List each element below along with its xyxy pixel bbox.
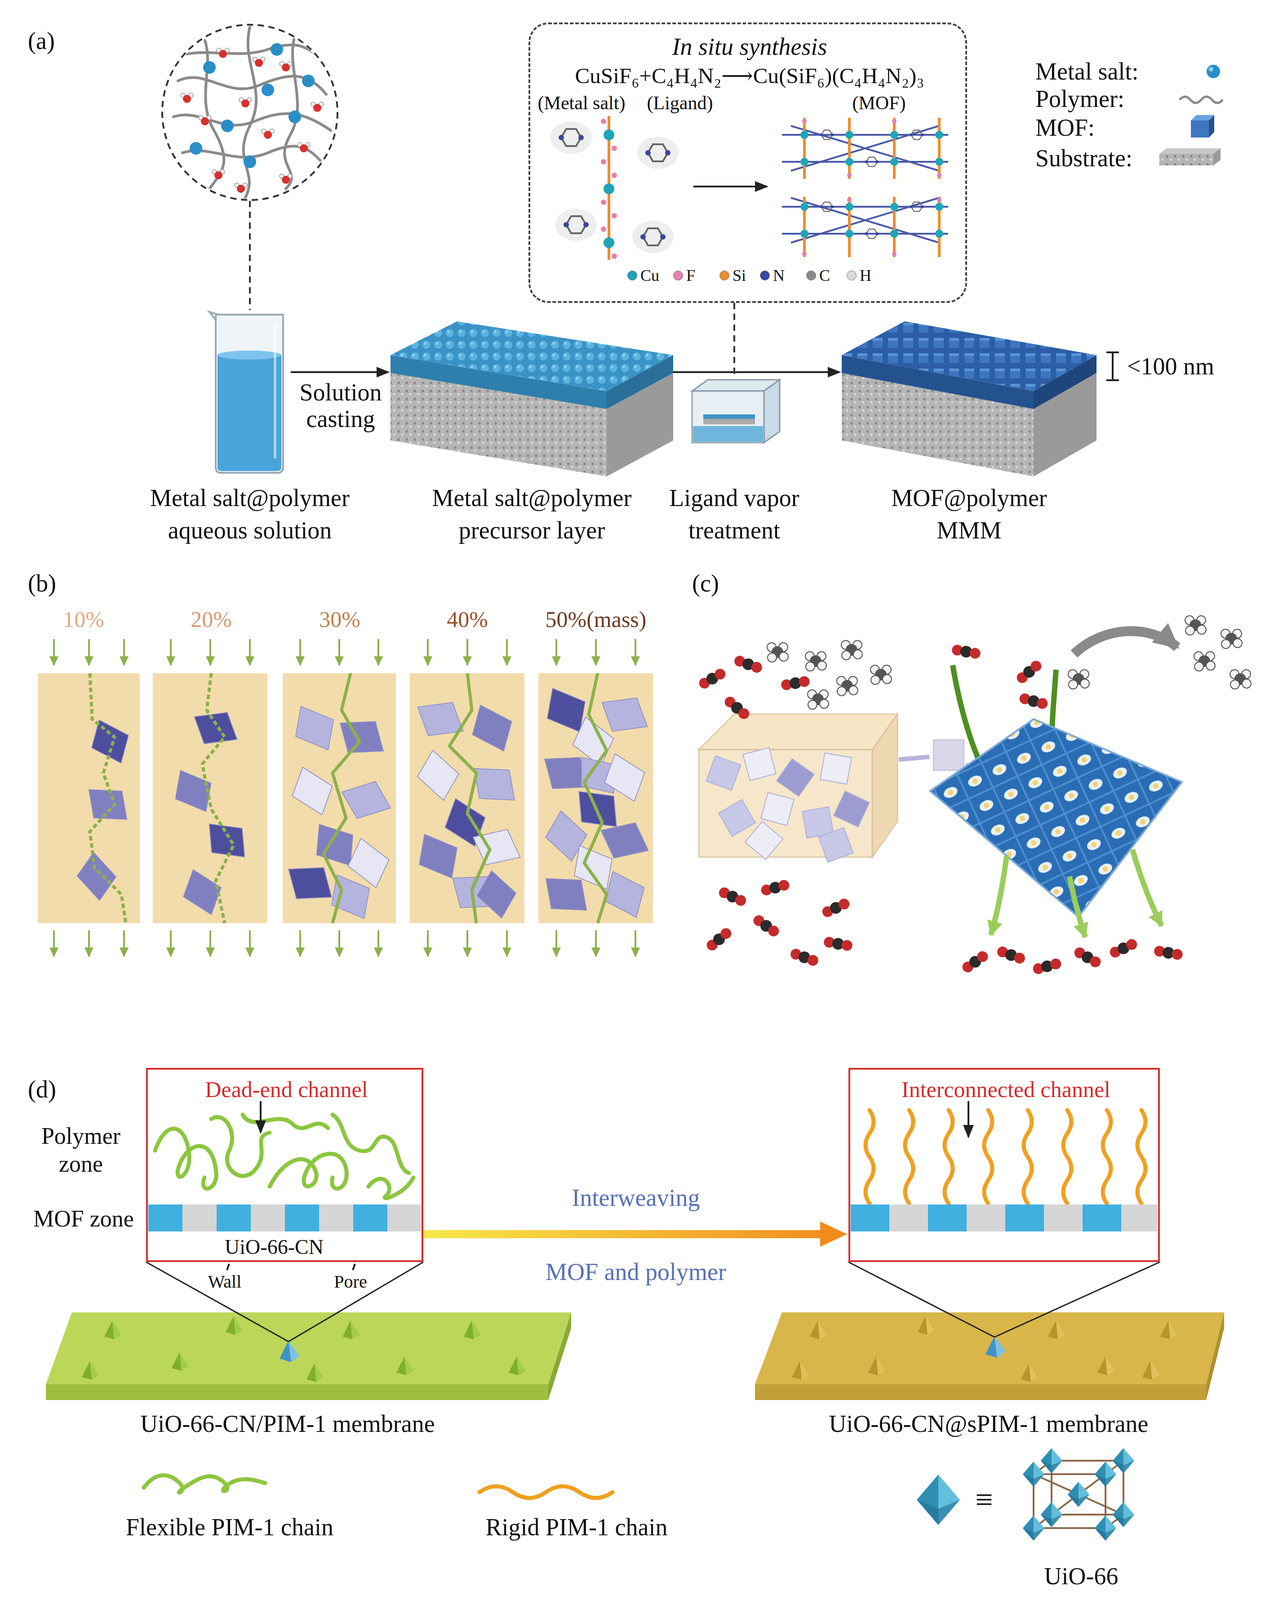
connector <box>423 1229 822 1239</box>
synthesis-box: In situ synthesisCuSiF₆+C₄H₄N₂⟶Cu(SiF₆)(… <box>528 22 968 303</box>
connector <box>290 371 378 373</box>
text-label: (b) <box>27 568 57 599</box>
reaction-molecules <box>550 115 949 260</box>
legend-swatch <box>846 270 857 281</box>
polymer-network-zoom <box>162 24 338 311</box>
legend-label: Metal salt: <box>1035 57 1139 87</box>
beaker-node: Metal salt@polymer aqueous solution <box>208 310 291 475</box>
ligand-vapor-box <box>692 379 780 443</box>
text-label: UiO-66-CN <box>224 1234 324 1260</box>
text-label: (a) <box>27 26 55 56</box>
caption: Metal salt@polymer precursor layer <box>424 481 640 547</box>
legend-swatch <box>673 270 684 281</box>
text-label: Polymer zone <box>26 1122 135 1178</box>
text-label: Pore <box>333 1270 367 1293</box>
text-label: (Ligand) <box>630 91 730 115</box>
inset-box: Dead-end channel <box>146 1067 424 1262</box>
legend-swatch <box>806 270 817 281</box>
text-label: 40% <box>446 605 489 633</box>
text-label: MOF and polymer <box>545 1257 727 1287</box>
polymer-zone-chains <box>155 1114 414 1199</box>
mmm-node: MOF@polymer MMM <box>841 321 1097 480</box>
loading-panels <box>37 639 653 957</box>
edge-label: Solution casting <box>290 379 391 433</box>
text-label: 50%(mass) <box>545 605 647 633</box>
text-label: (d) <box>27 1074 57 1105</box>
caption: Metal salt@polymer aqueous solution <box>142 481 358 547</box>
legend-chain-samples <box>143 1475 613 1499</box>
text-label: (c) <box>692 568 720 599</box>
text-label: UiO-66 <box>1044 1561 1119 1591</box>
legend-samples <box>1159 64 1223 166</box>
text-label: CuSiF₆+C₄H₄N₂⟶Cu(SiF₆)(C₄H₄N₂)₃ <box>530 62 969 90</box>
legend-label: Rigid PIM-1 chain <box>485 1512 668 1542</box>
legend-label: Si <box>732 266 746 286</box>
uio66-structure <box>916 1447 1135 1541</box>
legend-label: N <box>772 266 785 286</box>
rigid-chains <box>865 1109 1146 1204</box>
text-label: Dead-end channel <box>147 1075 426 1103</box>
connector <box>733 302 736 378</box>
text-label: Interconnected channel <box>850 1075 1162 1103</box>
text-label: UiO-66-CN@sPIM-1 membrane <box>828 1409 1149 1439</box>
legend-label: F <box>686 266 696 286</box>
precursor-layer <box>390 321 674 477</box>
legend-label: Polymer: <box>1035 84 1125 114</box>
vapor-box-node: Ligand vapor treatment <box>688 377 781 444</box>
text-label: In situ synthesis <box>530 32 969 62</box>
text-label: <100 nm <box>1127 351 1215 382</box>
thickness-bracket <box>1106 352 1119 381</box>
pointer-arrows <box>226 1100 969 1270</box>
legend-label: Cu <box>640 266 660 286</box>
separation-illustration <box>696 615 1252 976</box>
legend-swatch <box>759 270 770 281</box>
text-label: 10% <box>62 605 105 633</box>
text-label: MOF zone <box>33 1204 134 1233</box>
caption: MOF@polymer MMM <box>874 481 1064 547</box>
precursor-node: Metal salt@polymer precursor layer <box>390 321 674 480</box>
text-label: UiO-66-CN/PIM-1 membrane <box>140 1409 435 1439</box>
connector <box>673 371 829 373</box>
membrane-slabs <box>45 1312 1225 1400</box>
legend-label: MOF: <box>1035 113 1095 143</box>
legend-swatch <box>627 270 638 281</box>
text-label: (MOF) <box>829 91 929 115</box>
mof-mmm-layer <box>841 321 1097 477</box>
legend-label: Flexible PIM-1 chain <box>125 1512 334 1542</box>
legend-label: C <box>819 266 831 286</box>
text-label: Interweaving <box>572 1183 701 1213</box>
legend-swatch <box>719 270 730 281</box>
beaker <box>209 311 284 473</box>
text-label: 30% <box>319 605 361 633</box>
legend-label: H <box>859 266 872 286</box>
text-label: Wall <box>208 1270 242 1293</box>
text-label: 20% <box>190 605 232 633</box>
text-label: ≡ <box>975 1480 993 1519</box>
caption: Ligand vapor treatment <box>657 481 811 547</box>
legend-label: Substrate: <box>1035 143 1133 174</box>
inset-box: Interconnected channel <box>848 1067 1160 1262</box>
text-label: (Metal salt) <box>532 91 631 115</box>
